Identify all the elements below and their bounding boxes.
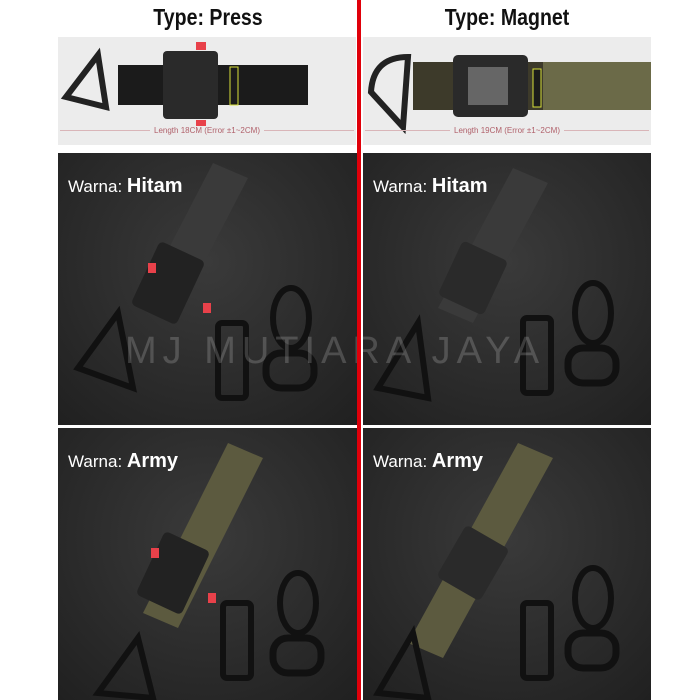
press-product-strip: Length 18CM (Error ±1~2CM) — [58, 37, 356, 145]
red-divider — [357, 0, 361, 700]
press-hitam-image — [73, 163, 318, 401]
title-press: Type: Press — [153, 4, 263, 30]
length-text: Length 19CM (Error ±1~2CM) — [450, 126, 564, 135]
variant-label: Warna: Warna:Army — [68, 450, 179, 472]
length-label-magnet: Length 19CM (Error ±1~2CM) — [363, 126, 651, 135]
variant-label: Warna: Army — [373, 450, 484, 472]
press-hitam-panel: Warna: Hitam — [58, 153, 357, 425]
press-army-panel: Warna: Warna:Army — [58, 428, 357, 700]
length-text: Length 18CM (Error ±1~2CM) — [150, 126, 264, 135]
magnet-keychain-image — [367, 53, 651, 135]
magnet-product-strip: Length 19CM (Error ±1~2CM) — [363, 37, 651, 145]
press-army-image — [92, 443, 325, 700]
watermark: MJ MUTIARA JAYA — [125, 330, 546, 372]
press-keychain-image — [60, 42, 308, 128]
magnet-hitam-panel: Warna: Hitam — [363, 153, 651, 425]
magnet-army-panel: Warna: Army — [363, 428, 651, 700]
variant-label: Warna: Hitam — [373, 175, 488, 197]
magnet-army-image — [373, 443, 620, 700]
title-magnet: Type: Magnet — [444, 4, 570, 30]
variant-label: Warna: Hitam — [68, 175, 183, 197]
length-label-press: Length 18CM (Error ±1~2CM) — [58, 126, 356, 135]
magnet-hitam-image — [373, 168, 620, 402]
